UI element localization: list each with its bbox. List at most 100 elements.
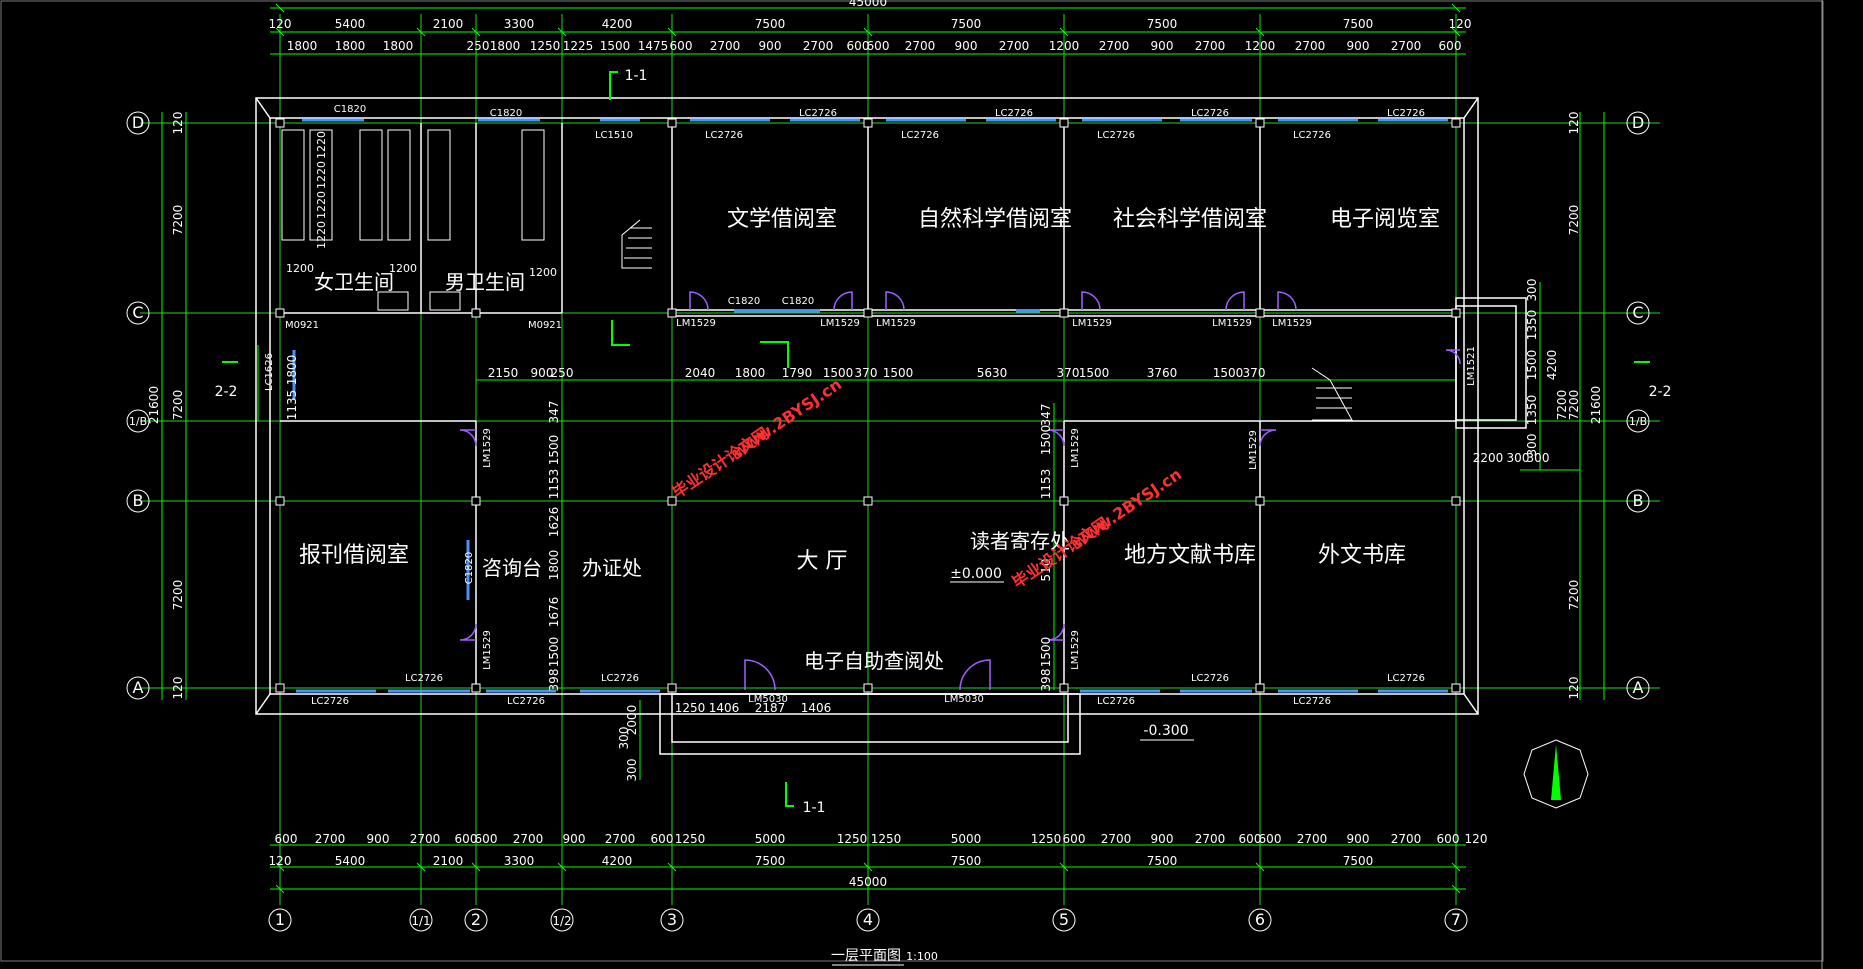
dim-text: 3300 xyxy=(504,17,535,31)
wc-stalls xyxy=(281,129,545,311)
dim-text: 250 xyxy=(551,366,574,380)
structural-columns xyxy=(275,118,1461,693)
tag-text: LM1529 xyxy=(876,318,916,329)
dim-text: 1200 xyxy=(1245,39,1276,53)
dim-text: 347 xyxy=(1039,404,1053,427)
dim-text: 1475 xyxy=(638,39,669,53)
dim-text: 2200 xyxy=(1473,451,1504,465)
axis-row-b-left: B xyxy=(133,491,144,510)
dim-text: 1626 xyxy=(547,507,561,538)
tag-text: LC2726 xyxy=(1293,130,1331,141)
dim-text: 1500 xyxy=(823,366,854,380)
dim-text: 2700 xyxy=(1297,832,1328,846)
axis-row-a-left: A xyxy=(133,678,144,697)
dim-text: 1200 xyxy=(389,262,417,275)
left-side-dims: 120 7200 7200 7200 120 xyxy=(171,112,185,700)
tag-text: LM1529 xyxy=(676,318,716,329)
tag-text: LC2726 xyxy=(1191,108,1229,119)
dim-text: 1406 xyxy=(709,701,740,715)
axis-row-a-right: A xyxy=(1633,678,1644,697)
middle-column-dims: 347 1500 1153 1626 1800 1676 1500 398 xyxy=(547,401,561,692)
watermark-1: 毕业设计论文网 www.2BYSJ.cn xyxy=(669,374,845,502)
tag-text: LC2726 xyxy=(1191,673,1229,684)
drawing-caption-scale: 1:100 xyxy=(906,950,938,963)
dim-text: 300 xyxy=(1507,451,1530,465)
tag-text: C1820 xyxy=(728,296,760,307)
dim-text: 1800 xyxy=(547,550,561,581)
dim-text: 3760 xyxy=(1147,366,1178,380)
tag-text: LC2726 xyxy=(507,696,545,707)
dim-text: 250 xyxy=(467,39,490,53)
dim-text: 2700 xyxy=(1195,39,1226,53)
dim-text: 7200 xyxy=(1567,205,1581,236)
dim-text: 7200 xyxy=(171,205,185,236)
column-axis-bubbles xyxy=(126,111,1650,932)
dim-text: 900 xyxy=(367,832,390,846)
overall-height-right: 21600 xyxy=(1589,386,1603,424)
dim-text: 1500 xyxy=(1525,350,1539,381)
dim-text: 7500 xyxy=(1147,17,1178,31)
tag-text: LC2726 xyxy=(1293,696,1331,707)
dim-text: 1500 xyxy=(547,637,561,668)
dim-text: 600 xyxy=(475,832,498,846)
tag-text: C1820 xyxy=(334,104,366,115)
axis-col-4: 4 xyxy=(863,910,873,929)
dim-text: 300 xyxy=(1525,279,1539,302)
elevation-outside: -0.300 xyxy=(1140,723,1194,741)
room-women-wc: 女卫生间 xyxy=(314,270,394,294)
axis-col-6: 6 xyxy=(1255,910,1265,929)
dim-text: 1153 xyxy=(547,469,561,500)
dim-text: 2000 xyxy=(625,705,639,736)
dim-text: 370 xyxy=(855,366,878,380)
tag-text: LM1529 xyxy=(1272,318,1312,329)
axis-col-7: 7 xyxy=(1451,910,1461,929)
dim-text: 1800 xyxy=(735,366,766,380)
tag-text: LC2726 xyxy=(1097,696,1135,707)
dim-text: 120 xyxy=(1567,112,1581,135)
dim-text: 900 xyxy=(531,366,554,380)
porch-dims: 1250 1406 2187 1406 2000 300 300 xyxy=(617,701,831,781)
dim-text: 4200 xyxy=(602,17,633,31)
elevation-floor: ±0.000 xyxy=(950,566,1004,583)
right-side-dims: 120 7200 7200 7200 120 xyxy=(1567,112,1581,700)
overall-width-top: 45000 xyxy=(849,0,887,9)
tag-text: LC2726 xyxy=(799,108,837,119)
dim-text: 120 xyxy=(269,854,292,868)
dim-text: 1500 xyxy=(883,366,914,380)
dim-text: 120 xyxy=(1567,677,1581,700)
dim-left-1135: 1135 xyxy=(285,390,299,421)
axis-row-d-left: D xyxy=(132,113,144,132)
dim-text: 120 xyxy=(269,17,292,31)
elevation-floor-text: ±0.000 xyxy=(950,566,1002,582)
dim-text: 300 xyxy=(617,727,631,750)
axis-col-3: 3 xyxy=(667,910,677,929)
tag-text: LM5030 xyxy=(748,694,788,705)
dim-text: 7200 xyxy=(171,390,185,421)
dim-text: 2100 xyxy=(433,17,464,31)
room-social-science: 社会科学借阅室 xyxy=(1113,207,1267,232)
axis-col-5: 5 xyxy=(1059,910,1069,929)
dim-text: 2700 xyxy=(315,832,346,846)
top-detail-dims: 1800 1800 1800 250 1800 1250 1225 1500 1… xyxy=(287,39,1462,53)
dim-text: 5630 xyxy=(977,366,1008,380)
dim-text: 2100 xyxy=(433,854,464,868)
overall-width-bottom: 45000 xyxy=(849,875,887,889)
dim-text: 1250 xyxy=(675,701,706,715)
tag-text: C1820 xyxy=(464,552,475,584)
dim-text: 900 xyxy=(759,39,782,53)
dim-text: 370 xyxy=(1057,366,1080,380)
dimension-ticks xyxy=(275,3,1461,894)
tag-text: LC1626 xyxy=(264,353,275,391)
dim-text: 2700 xyxy=(513,832,544,846)
dim-text: 7500 xyxy=(951,854,982,868)
tag-text: LM1529 xyxy=(1072,318,1112,329)
dim-text: 1250 xyxy=(871,832,902,846)
axis-col-1: 1 xyxy=(275,910,285,929)
room-natural-science: 自然科学借阅室 xyxy=(918,207,1072,232)
north-arrow-icon xyxy=(1523,739,1589,809)
dim-text: 2700 xyxy=(1295,39,1326,53)
dim-text: 120 xyxy=(171,677,185,700)
dim-text: 900 xyxy=(1151,39,1174,53)
dim-text: 7200 xyxy=(1567,580,1581,611)
